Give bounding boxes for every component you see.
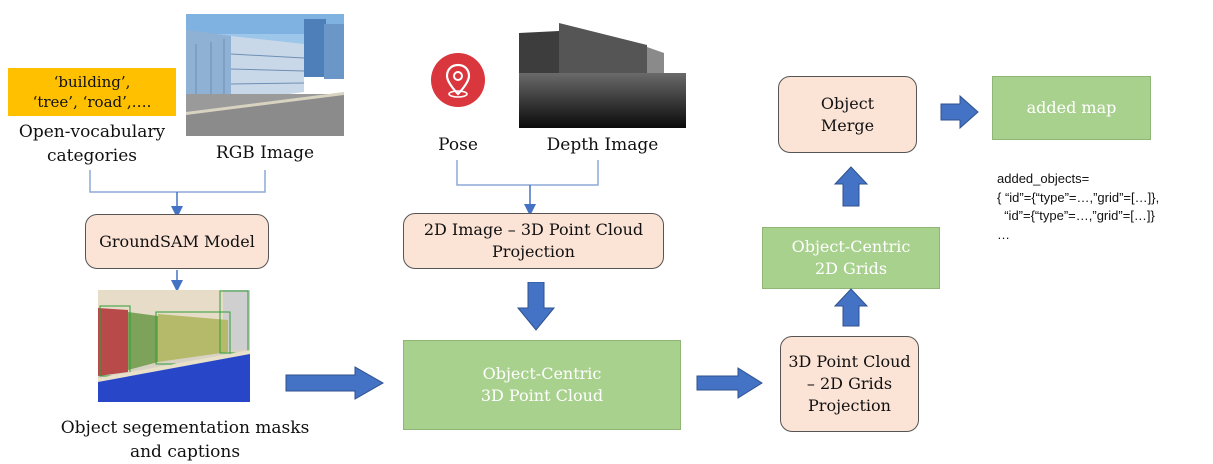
added-objects-code: added_objects= { “id”={“type”=…,”grid”=[… — [997, 171, 1160, 242]
arrow-right-to-point-cloud — [285, 366, 385, 400]
arrow-up-to-grids — [833, 288, 869, 327]
connector-right-merge — [456, 160, 599, 186]
object-centric-point-cloud-node: Object-Centric 3D Point Cloud — [403, 340, 681, 430]
pose-caption: Pose — [438, 135, 478, 155]
projection-3d-to-2d-node: 3D Point Cloud – 2D Grids Projection — [780, 336, 919, 432]
depth-image — [519, 5, 686, 128]
segmentation-caption: Object segementation masks and captions — [60, 418, 310, 462]
rgb-image — [186, 14, 344, 136]
vocabulary-caption: Open-vocabulary categories — [18, 122, 166, 166]
added-map-node: added map — [992, 76, 1151, 140]
arrow-up-to-merge — [833, 166, 869, 207]
groundsam-model-node: GroundSAM Model — [85, 214, 269, 269]
connector-left-merge — [89, 170, 266, 193]
location-pin-icon — [431, 53, 485, 107]
projection-2d-to-3d-node: 2D Image – 3D Point Cloud Projection — [403, 213, 664, 269]
object-merge-node: Object Merge — [778, 76, 917, 153]
arrow-right-to-added-map — [940, 94, 979, 130]
depth-image-caption: Depth Image — [546, 135, 659, 155]
object-centric-grids-node: Object-Centric 2D Grids — [762, 227, 940, 289]
segmentation-image — [98, 290, 250, 402]
arrow-down-to-point-cloud — [516, 282, 556, 331]
vocabulary-box: ‘building’, ‘tree’, ‘road’,…. — [8, 68, 176, 116]
rgb-image-caption: RGB Image — [215, 143, 315, 163]
arrow-right-to-grid-projection — [696, 367, 763, 399]
